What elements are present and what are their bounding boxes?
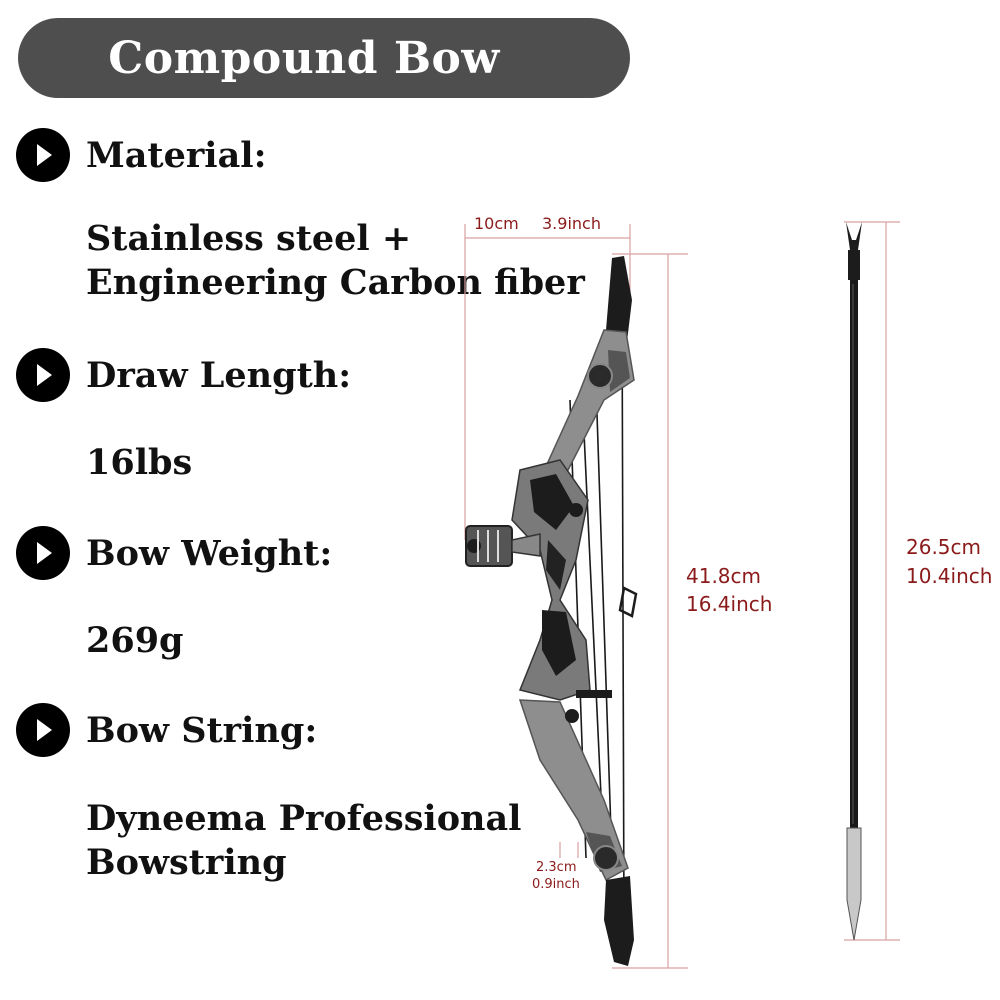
bow-sight <box>465 525 541 567</box>
spec-material: Material: <box>16 128 267 182</box>
bow-height-cm-label: 41.8cm <box>686 564 762 588</box>
spec-label: Material: <box>86 134 267 176</box>
title-bar: Compound Bow <box>18 18 630 98</box>
spec-draw-length: Draw Length: <box>16 348 351 402</box>
arrow <box>846 222 862 941</box>
small-inch-label: 0.9inch <box>532 877 580 892</box>
spec-value-line: 16lbs <box>86 442 193 483</box>
spec-bow-string: Bow String: <box>16 703 317 757</box>
spec-value-line: Stainless steel + <box>86 218 412 259</box>
spec-label: Draw Length: <box>86 354 352 396</box>
spec-label: Bow Weight: <box>86 532 333 574</box>
bow-height-inch-label: 16.4inch <box>686 592 773 616</box>
play-bullet-icon <box>16 703 70 757</box>
spec-value-line: Bowstring <box>86 842 287 883</box>
play-bullet-icon <box>16 526 70 580</box>
spec-label: Bow String: <box>86 709 318 751</box>
play-bullet-icon <box>16 348 70 402</box>
spec-bow-weight: Bow Weight: <box>16 526 332 580</box>
spec-value-line: Dyneema Professional <box>86 798 522 839</box>
bow-width-inch-label: 3.9inch <box>542 214 601 233</box>
arrow-length-cm-label: 26.5cm <box>906 535 982 559</box>
small-cm-label: 2.3cm <box>536 860 577 875</box>
dimension-lines <box>464 221 900 969</box>
page-title: Compound Bow <box>108 32 500 84</box>
bow-body <box>511 256 638 966</box>
arrow-length-inch-label: 10.4inch <box>906 564 993 588</box>
spec-value-line: Engineering Carbon fiber <box>86 262 585 303</box>
bow-width-cm-label: 10cm <box>474 214 519 233</box>
play-bullet-icon <box>16 128 70 182</box>
spec-value-line: 269g <box>86 620 184 661</box>
